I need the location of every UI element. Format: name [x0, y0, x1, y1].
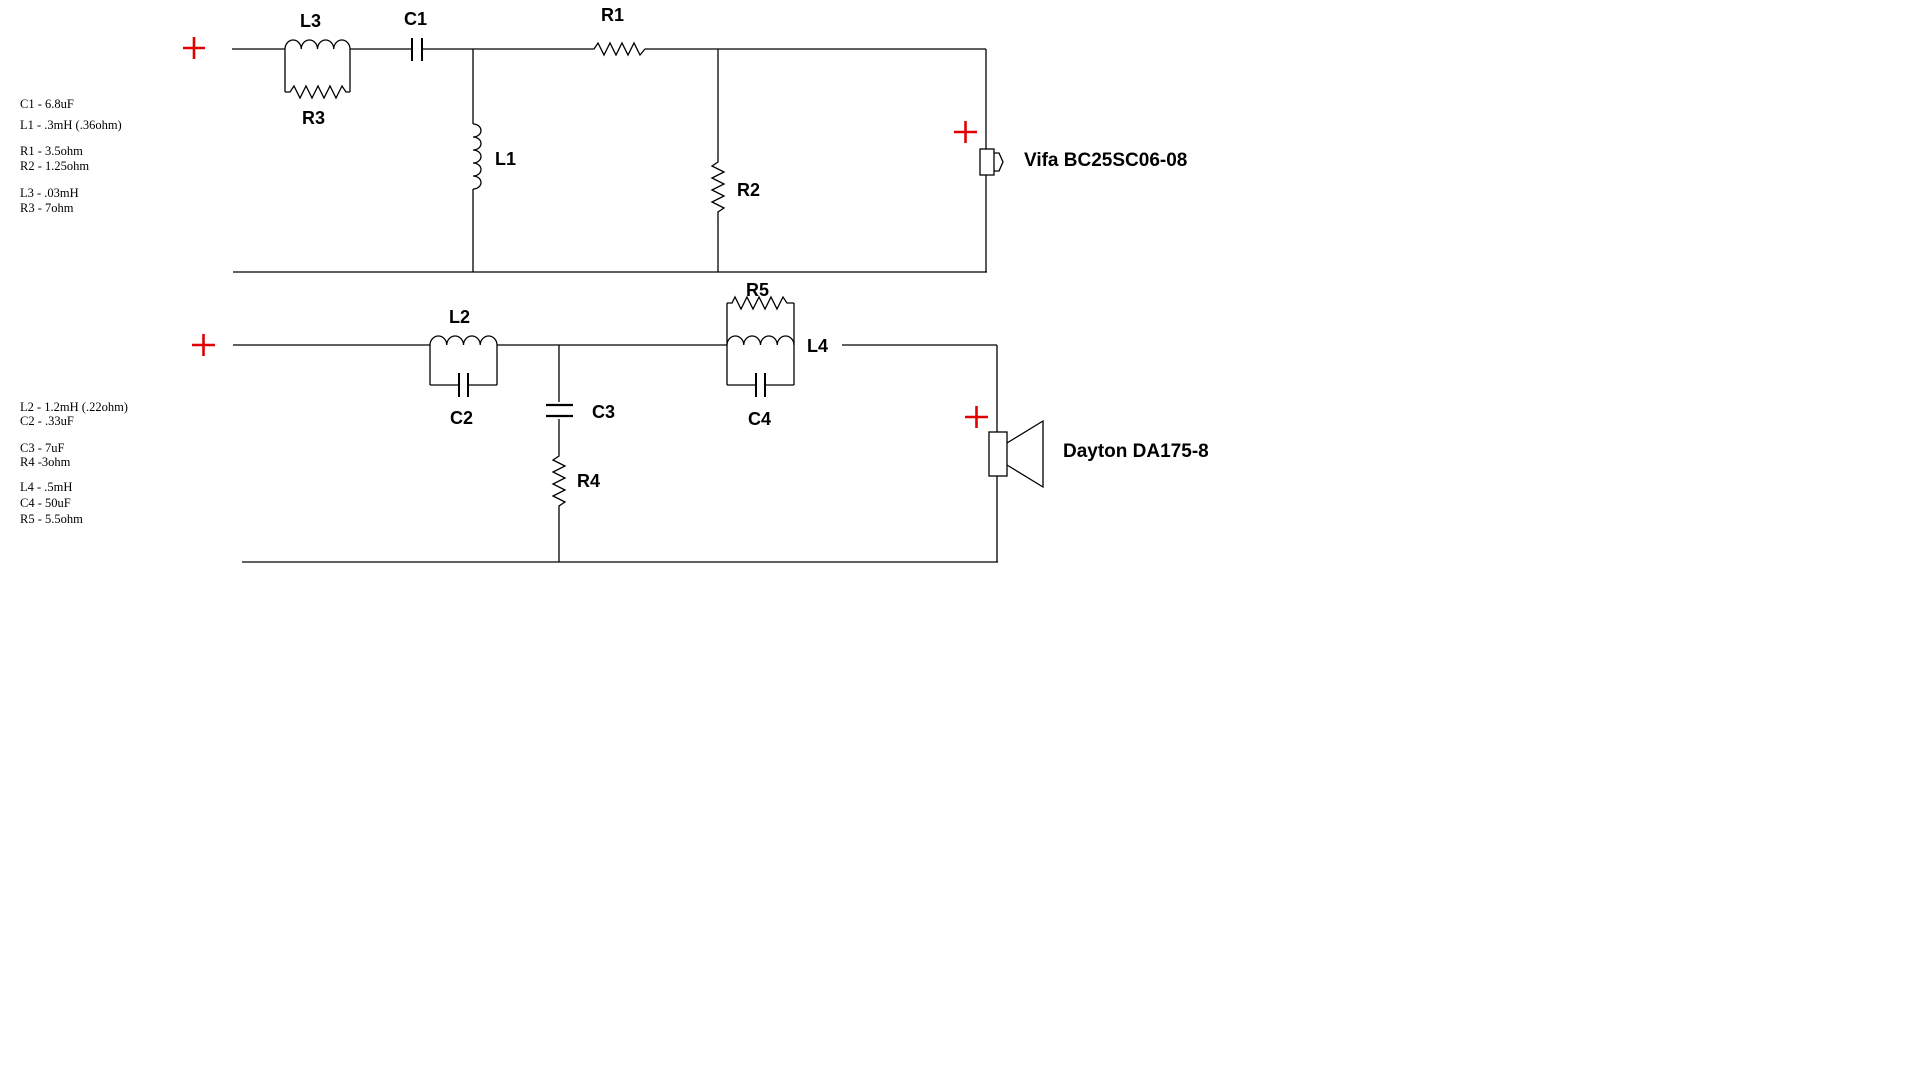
label-R5: R5 — [746, 280, 769, 300]
resistor-R2 — [710, 158, 726, 218]
label-R1: R1 — [601, 5, 624, 25]
tweeter-input-plus-marker — [183, 37, 205, 59]
label-L4: L4 — [807, 336, 828, 356]
label-C2: C2 — [450, 408, 473, 428]
note-C4: C4 - 50uF — [20, 496, 71, 510]
label-R2: R2 — [737, 180, 760, 200]
label-L3: L3 — [300, 11, 321, 31]
tweeter-speaker-label: Vifa BC25SC06-08 — [1024, 150, 1187, 171]
note-R2: R2 - 1.25ohm — [20, 159, 89, 173]
capacitor-C4 — [755, 373, 766, 397]
resistor-R3 — [285, 84, 350, 100]
label-R3: R3 — [302, 108, 325, 128]
resistor-R4 — [551, 452, 567, 510]
note-C1: C1 - 6.8uF — [20, 97, 74, 111]
label-R4: R4 — [577, 471, 600, 491]
capacitor-C1 — [411, 38, 423, 61]
inductor-L2 — [429, 335, 498, 346]
tweeter-speaker-plus-marker — [954, 121, 977, 143]
woofer-circuit: L2 C2 C3 R4 R5 L4 C4 Dayton DA175-8 — [192, 280, 1209, 563]
note-R3: R3 - 7ohm — [20, 201, 74, 215]
note-C3: C3 - 7uF — [20, 441, 65, 455]
resistor-R1 — [590, 41, 650, 57]
label-C3: C3 — [592, 402, 615, 422]
capacitor-C3 — [546, 403, 573, 418]
note-L1: L1 - .3mH (.36ohm) — [20, 118, 122, 132]
L2-C2-parallel — [429, 335, 498, 397]
note-L2: L2 - 1.2mH (.22ohm) — [20, 400, 128, 414]
note-C2: C2 - .33uF — [20, 414, 74, 428]
note-L3: L3 - .03mH — [20, 186, 79, 200]
woofer-input-plus-marker — [192, 334, 215, 356]
L3-R3-parallel — [284, 39, 351, 100]
tweeter-speaker-symbol — [979, 148, 1004, 176]
capacitor-C2 — [458, 373, 469, 397]
note-R1: R1 - 3.5ohm — [20, 144, 83, 158]
woofer-component-notes: L2 - 1.2mH (.22ohm) C2 - .33uF C3 - 7uF … — [20, 400, 128, 526]
resistor-R5 — [727, 295, 794, 311]
label-C4: C4 — [748, 409, 771, 429]
note-L4: L4 - .5mH — [20, 480, 72, 494]
tweeter-circuit: L3 R3 C1 R1 L1 R2 Vifa BC25SC06-08 — [183, 5, 1187, 273]
inductor-L1 — [472, 123, 482, 190]
woofer-speaker-symbol — [988, 419, 1044, 489]
inductor-L4 — [726, 335, 795, 346]
note-R4: R4 -3ohm — [20, 455, 71, 469]
label-C1: C1 — [404, 9, 427, 29]
label-L2: L2 — [449, 307, 470, 327]
note-R5: R5 - 5.5ohm — [20, 512, 83, 526]
R5-L4-C4-parallel — [726, 295, 795, 397]
woofer-speaker-label: Dayton DA175-8 — [1063, 441, 1209, 462]
woofer-speaker-plus-marker — [965, 406, 988, 428]
inductor-L3 — [284, 39, 351, 50]
tweeter-component-notes: C1 - 6.8uF L1 - .3mH (.36ohm) R1 - 3.5oh… — [20, 97, 122, 215]
label-L1: L1 — [495, 149, 516, 169]
